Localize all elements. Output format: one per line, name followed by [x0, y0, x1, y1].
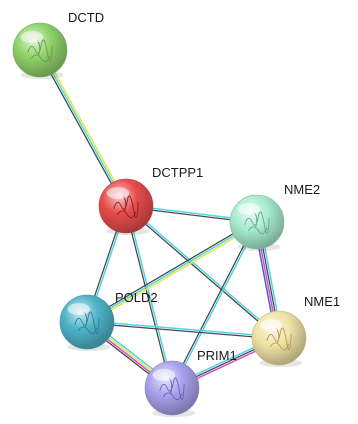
- node-label-dctd: DCTD: [68, 10, 104, 25]
- edge-strand-dark: [85, 219, 257, 321]
- edge-strand-cyan: [172, 221, 259, 390]
- edge-strand-cyan: [125, 204, 281, 338]
- edge-strand-cyan: [86, 320, 280, 338]
- node-nme1[interactable]: [251, 310, 307, 367]
- node-label-dctpp1: DCTPP1: [152, 165, 203, 180]
- edge-strand-dark: [170, 220, 257, 389]
- node-nme2[interactable]: [229, 194, 285, 251]
- edge-strand-dark: [37, 50, 125, 208]
- node-label-pold2: POLD2: [115, 290, 158, 305]
- edge-pold2-nme1[interactable]: [86, 320, 280, 340]
- edge-strand-cyan: [86, 221, 258, 323]
- edge-nme2-prim1[interactable]: [170, 220, 259, 390]
- edge-dctpp1-nme1[interactable]: [124, 204, 281, 340]
- edge-strand-dark: [86, 322, 280, 340]
- nodes-layer: [12, 22, 307, 417]
- node-label-nme1: NME1: [304, 294, 340, 309]
- node-highlight: [237, 203, 261, 215]
- node-dctd[interactable]: [12, 22, 68, 79]
- node-pold2[interactable]: [59, 294, 115, 351]
- labels-layer: DCTD DCTPP1 NME2 POLD2 NME1 PRIM1: [68, 10, 340, 363]
- node-highlight: [152, 369, 176, 381]
- edge-strand-cyan: [39, 49, 127, 207]
- edge-dctd-dctpp1[interactable]: [37, 48, 129, 208]
- node-dctpp1[interactable]: [98, 178, 154, 235]
- node-highlight: [106, 187, 130, 199]
- edge-strand-yellow: [41, 48, 129, 206]
- node-highlight: [67, 303, 91, 315]
- edge-dctpp1-prim1[interactable]: [124, 205, 174, 389]
- node-highlight: [259, 319, 283, 331]
- node-prim1[interactable]: [144, 360, 200, 417]
- edge-strand-dark: [124, 206, 280, 340]
- edge-strand-dark: [124, 205, 172, 389]
- node-label-prim1: PRIM1: [197, 348, 237, 363]
- edge-nme2-pold2[interactable]: [85, 219, 259, 325]
- edge-strand-yellow: [87, 222, 259, 325]
- edge-strand-cyan: [126, 205, 174, 389]
- node-highlight: [20, 31, 44, 43]
- node-label-nme2: NME2: [284, 182, 320, 197]
